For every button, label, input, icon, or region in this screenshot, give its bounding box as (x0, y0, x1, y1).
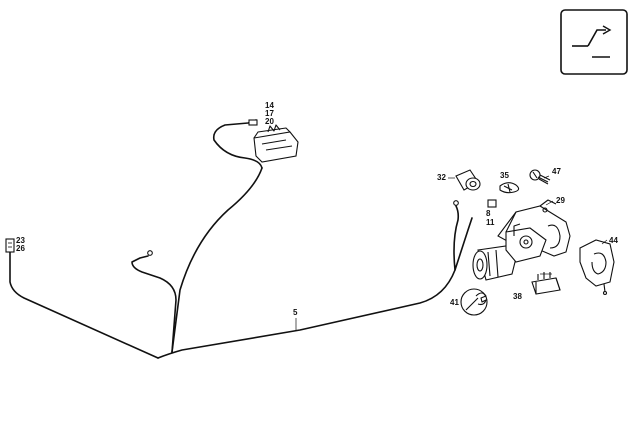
switch-unit (248, 119, 299, 163)
label-41: 41 (450, 298, 459, 307)
connector-23-26 (5, 238, 15, 253)
part-labels: 14 17 20 23 26 5 32 35 47 29 8 11 44 41 … (16, 101, 618, 317)
wrench-icon (460, 288, 488, 316)
label-38: 38 (513, 292, 522, 301)
label-11: 11 (486, 218, 495, 227)
label-47: 47 (552, 167, 561, 176)
step-ramp-arrow-icon (560, 9, 628, 75)
relay-38 (531, 272, 561, 295)
label-20: 20 (265, 117, 274, 126)
clip-35 (499, 182, 520, 194)
label-8: 8 (486, 209, 491, 218)
screw-47 (529, 169, 551, 185)
fuse-8-11 (487, 199, 497, 208)
plug-32 (448, 169, 481, 191)
label-35: 35 (500, 171, 509, 180)
wiring-harness (9, 119, 473, 359)
label-44: 44 (609, 236, 618, 245)
wiper-motor (472, 223, 547, 281)
label-29: 29 (556, 196, 565, 205)
label-14: 14 (265, 101, 274, 110)
label-23: 23 (16, 236, 25, 245)
label-32: 32 (437, 173, 446, 182)
cover-44 (579, 239, 615, 296)
label-5: 5 (293, 308, 298, 317)
label-17: 17 (265, 109, 274, 118)
label-26: 26 (16, 244, 25, 253)
